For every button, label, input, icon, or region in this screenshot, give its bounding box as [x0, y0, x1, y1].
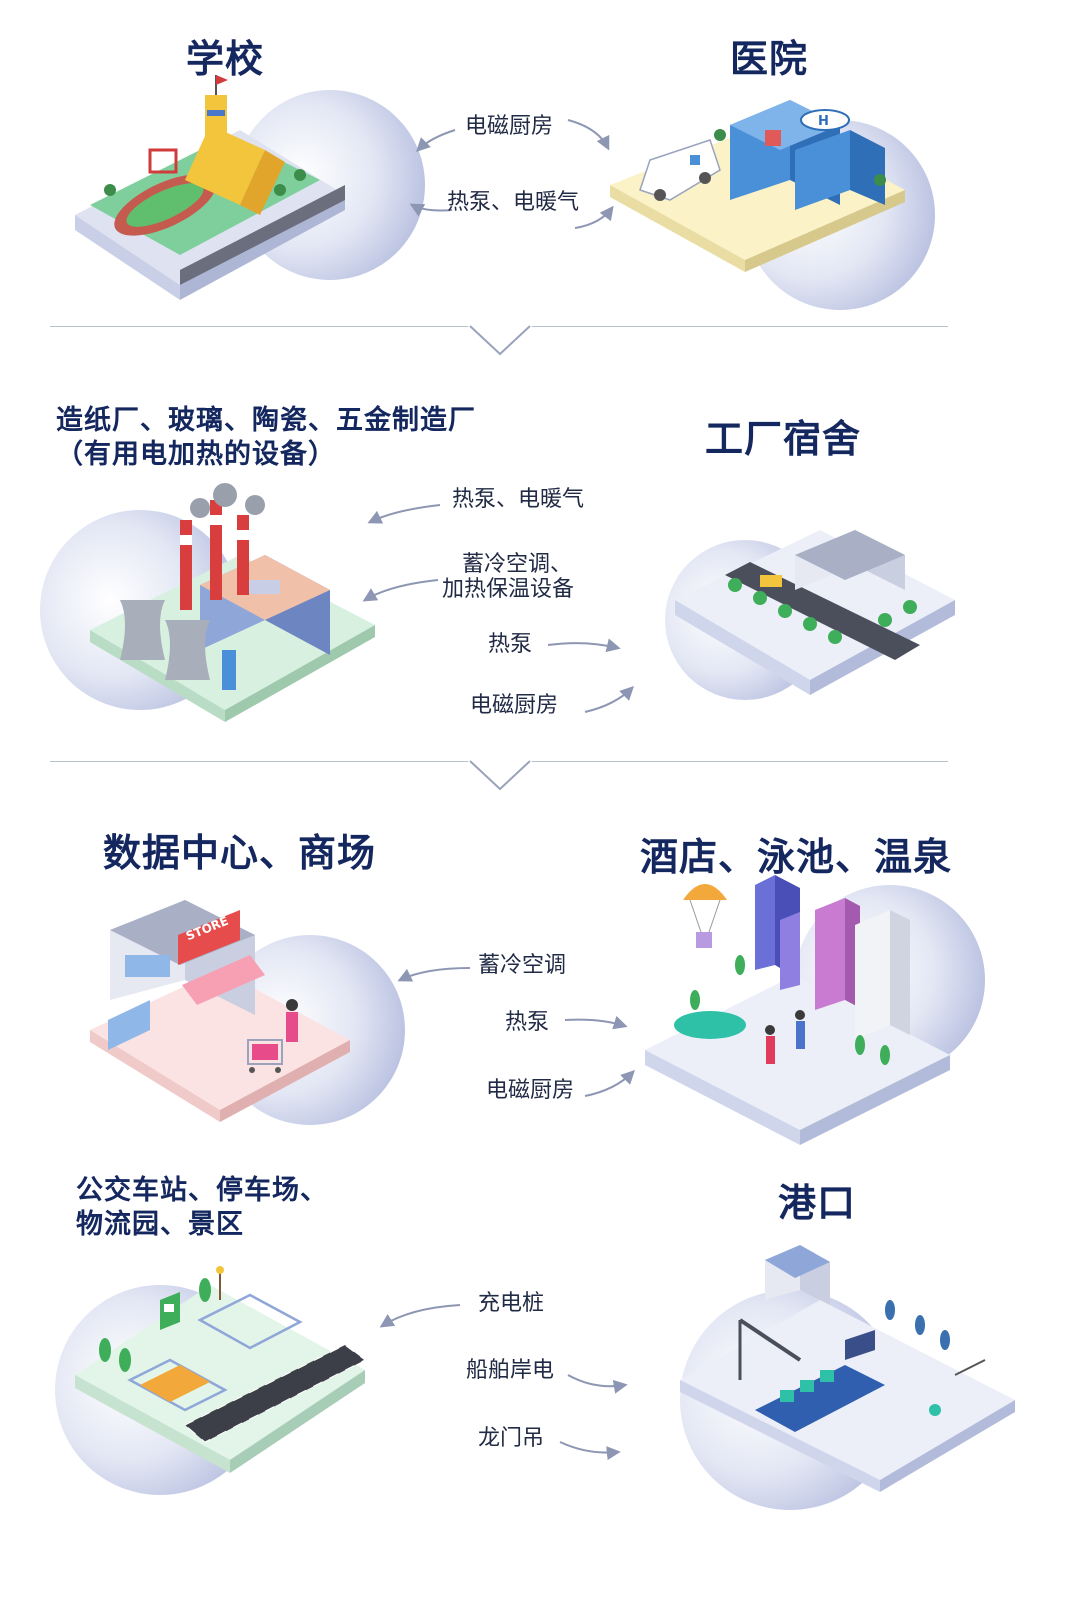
label-heat-pump-heater: 热泵、电暖气	[452, 487, 585, 512]
factory-title: 造纸厂、玻璃、陶瓷、五金制造厂 （有用电加热的设备）	[56, 404, 476, 472]
arrow-to-mall-1	[397, 967, 471, 982]
port-title: 港口	[778, 1181, 857, 1225]
arrow-to-hotel-2	[584, 1070, 635, 1097]
label-electromagnetic-kitchen: 电磁厨房	[470, 693, 559, 718]
label-storage-ac: 蓄冷空调	[478, 953, 567, 978]
mall-illustration	[90, 900, 350, 1122]
school-title: 学校	[186, 37, 265, 81]
store-sign-text: STORE	[184, 914, 230, 944]
label-heating-insulation: 加热保温设备	[442, 577, 575, 602]
label-heat-pump: 热泵	[488, 632, 533, 657]
store-sign: STORE	[184, 914, 230, 944]
arrow-to-bus-1	[379, 1304, 461, 1328]
arrow-to-dorm-2	[584, 686, 634, 713]
bus-station-title-line-2: 物流园、景区	[76, 1209, 244, 1240]
svg-text:H: H	[818, 114, 829, 129]
arrow-to-port-1	[567, 1374, 628, 1394]
hospital-illustration: H	[610, 100, 905, 272]
dorm-illustration	[675, 530, 955, 695]
factory-title-line-2: （有用电加热的设备）	[56, 439, 336, 470]
bus-station-title-line-1: 公交车站、停车场、	[76, 1175, 328, 1206]
dorm-title: 工厂宿舍	[705, 417, 862, 461]
bus-station-illustration	[75, 1266, 366, 1473]
label-charging-pile: 充电桩	[478, 1291, 545, 1316]
hospital-title: 医院	[730, 37, 809, 81]
arrow-to-school-2	[409, 203, 453, 217]
label-heat-pump: 热泵	[505, 1010, 550, 1035]
label-storage-ac: 蓄冷空调、	[462, 552, 573, 577]
factory-title-line-1: 造纸厂、玻璃、陶瓷、五金制造厂	[56, 405, 476, 436]
label-gantry-crane: 龙门吊	[478, 1426, 545, 1451]
label-electromagnetic-kitchen: 电磁厨房	[465, 114, 554, 139]
mall-title: 数据中心、商场	[103, 831, 377, 875]
label-electromagnetic-kitchen: 电磁厨房	[486, 1078, 575, 1103]
arrow-to-factory-2	[362, 579, 439, 602]
arrow-to-hospital-1	[567, 119, 610, 151]
port-illustration	[680, 1245, 1015, 1492]
arrow-to-school-1	[416, 129, 456, 152]
factory-illustration	[90, 483, 375, 722]
school-illustration	[75, 75, 345, 300]
arrow-to-port-2	[559, 1441, 621, 1461]
arrow-to-dorm-1	[547, 638, 621, 653]
chevron-down-icon	[468, 322, 532, 356]
hotel-title: 酒店、泳池、温泉	[640, 835, 953, 879]
label-ship-shore-power: 船舶岸电	[466, 1358, 555, 1383]
hotel-illustration	[645, 875, 950, 1145]
arrow-to-hospital-2	[574, 205, 614, 229]
bus-station-title: 公交车站、停车场、 物流园、景区	[76, 1174, 406, 1242]
label-heat-pump-heater: 热泵、电暖气	[447, 190, 580, 215]
arrow-to-factory-1	[367, 504, 441, 524]
chevron-down-icon	[468, 757, 532, 791]
arrow-to-hotel-1	[564, 1015, 628, 1030]
